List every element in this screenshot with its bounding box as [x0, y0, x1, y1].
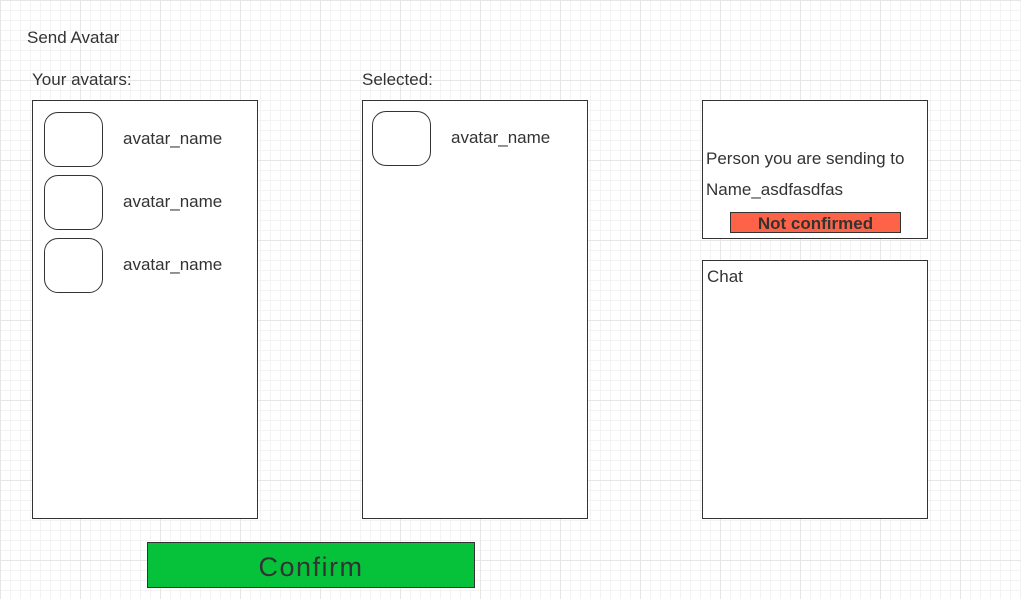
- recipient-name: Name_asdfasdfas: [706, 180, 844, 199]
- avatar-name-label: avatar_name: [123, 255, 223, 274]
- page-title: Send Avatar: [27, 28, 120, 47]
- chat-panel[interactable]: Chat: [702, 260, 928, 519]
- selected-label: Selected:: [362, 70, 433, 89]
- avatar-name-label: avatar_name: [123, 129, 223, 148]
- avatar-list-item[interactable]: avatar_name: [44, 238, 254, 293]
- selected-avatars-list: avatar_name: [362, 100, 588, 519]
- recipient-panel: Person you are sending to Name_asdfasdfa…: [702, 100, 928, 239]
- avatar-thumbnail[interactable]: [372, 111, 431, 166]
- status-badge: Not confirmed: [730, 212, 901, 233]
- avatar-list-item[interactable]: avatar_name: [44, 112, 254, 167]
- avatar-name-label: avatar_name: [123, 192, 223, 211]
- selected-avatar-item[interactable]: avatar_name: [372, 111, 582, 166]
- avatar-thumbnail[interactable]: [44, 175, 103, 230]
- your-avatars-label: Your avatars:: [32, 70, 132, 89]
- chat-title: Chat: [707, 267, 743, 286]
- avatar-thumbnail[interactable]: [44, 112, 103, 167]
- recipient-label: Person you are sending to: [706, 149, 905, 168]
- avatar-list-item[interactable]: avatar_name: [44, 175, 254, 230]
- avatar-name-label: avatar_name: [451, 128, 551, 147]
- confirm-button[interactable]: Confirm: [147, 542, 475, 588]
- avatar-thumbnail[interactable]: [44, 238, 103, 293]
- your-avatars-list: avatar_name avatar_name avatar_name: [32, 100, 258, 519]
